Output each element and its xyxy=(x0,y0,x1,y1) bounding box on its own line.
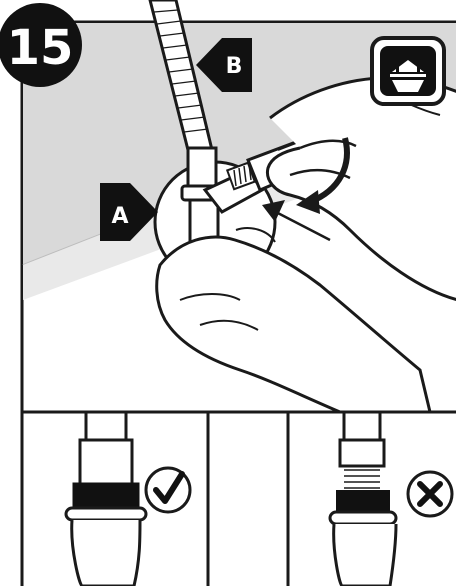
callout-b-label: B xyxy=(226,54,243,79)
callout-a: A xyxy=(100,183,158,241)
callout-b: B xyxy=(196,38,252,92)
step-number-badge: 15 xyxy=(0,3,82,87)
incorrect-panel xyxy=(286,410,456,586)
correct-panel xyxy=(20,410,210,586)
tool-icon xyxy=(370,36,446,106)
lower-hand xyxy=(155,227,432,414)
callout-a-label: A xyxy=(111,204,128,229)
step-number: 15 xyxy=(7,20,74,76)
tighten-rotation-arrow xyxy=(262,137,350,242)
